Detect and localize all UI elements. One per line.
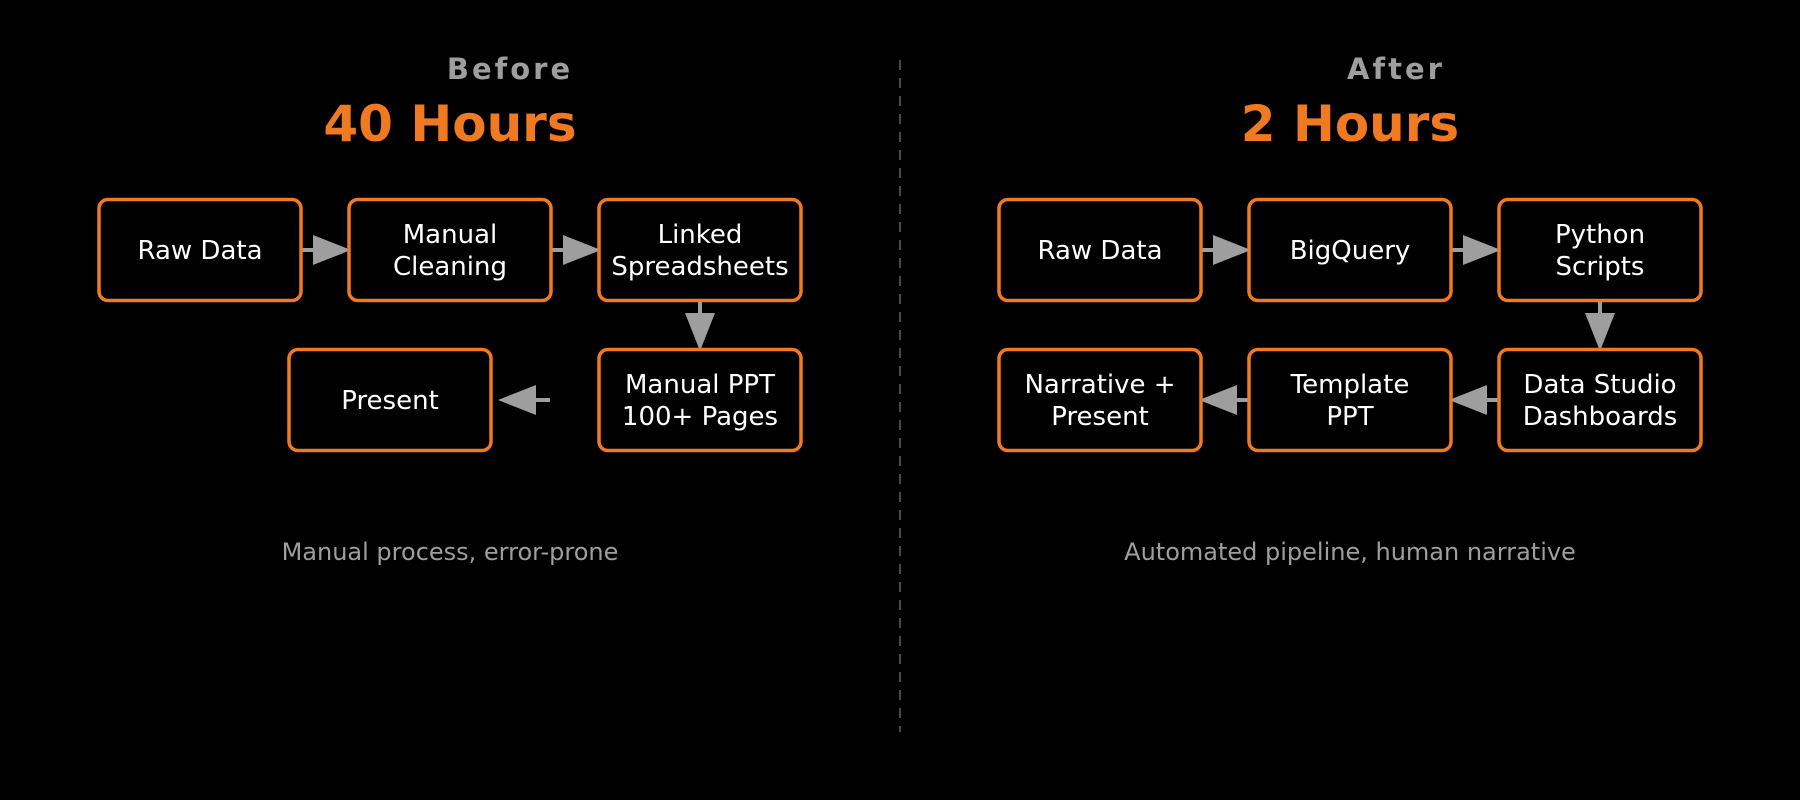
step-box	[997, 197, 1203, 303]
arrow-head-icon	[1199, 385, 1237, 415]
step-label: 100+ Pages	[622, 402, 778, 432]
before-arrow	[302, 235, 351, 265]
step-box	[997, 347, 1203, 453]
step-label: Narrative +	[1024, 370, 1175, 400]
step-box	[97, 197, 303, 303]
before-hours: 40 Hours	[323, 95, 576, 153]
after-hours: 2 Hours	[1241, 95, 1459, 153]
step-label: Data Studio	[1523, 370, 1676, 400]
before-arrow	[498, 385, 550, 415]
step-label: Scripts	[1556, 252, 1645, 282]
step-label: BigQuery	[1290, 236, 1411, 266]
before-arrow	[552, 235, 601, 265]
arrow-head-icon	[1585, 313, 1615, 351]
arrow-head-icon	[498, 385, 536, 415]
after-step-narrative-present: Narrative +Present	[997, 347, 1203, 453]
step-label: Dashboards	[1523, 402, 1678, 432]
step-label: Python	[1555, 220, 1645, 250]
after-label: After	[1347, 52, 1445, 86]
step-label: Template	[1290, 370, 1410, 400]
before-step-present: Present	[287, 347, 493, 453]
before-arrow	[685, 302, 715, 351]
step-label: Present	[1051, 402, 1149, 432]
arrow-head-icon	[1449, 385, 1487, 415]
flow-arrows	[302, 235, 1615, 415]
after-step-raw-data: Raw Data	[997, 197, 1203, 303]
step-label: Linked	[658, 220, 743, 250]
step-box	[347, 197, 553, 303]
step-label: Spreadsheets	[611, 252, 788, 282]
after-arrow	[1449, 385, 1498, 415]
before-step-raw-data: Raw Data	[97, 197, 303, 303]
step-box	[1247, 347, 1453, 453]
step-label: PPT	[1326, 402, 1373, 432]
arrow-head-icon	[563, 235, 601, 265]
step-label: Present	[341, 386, 439, 416]
step-box	[287, 347, 493, 453]
before-label: Before	[447, 52, 573, 86]
arrow-head-icon	[1463, 235, 1501, 265]
after-caption: Automated pipeline, human narrative	[1124, 538, 1576, 566]
arrow-head-icon	[1213, 235, 1251, 265]
arrow-head-icon	[313, 235, 351, 265]
after-arrow	[1585, 302, 1615, 351]
step-box	[1247, 197, 1453, 303]
step-label: Manual	[403, 220, 497, 250]
after-arrow	[1199, 385, 1248, 415]
step-label: Cleaning	[393, 252, 507, 282]
step-label: Manual PPT	[625, 370, 775, 400]
after-arrow	[1202, 235, 1251, 265]
after-arrow	[1452, 235, 1501, 265]
step-box	[597, 197, 803, 303]
arrow-head-icon	[685, 313, 715, 351]
step-label: Raw Data	[1037, 236, 1162, 266]
step-label: Raw Data	[137, 236, 262, 266]
after-step-bigquery: BigQuery	[1247, 197, 1453, 303]
step-box	[1497, 197, 1703, 303]
before-caption: Manual process, error-prone	[282, 538, 619, 566]
step-box	[1497, 347, 1703, 453]
step-box	[597, 347, 803, 453]
